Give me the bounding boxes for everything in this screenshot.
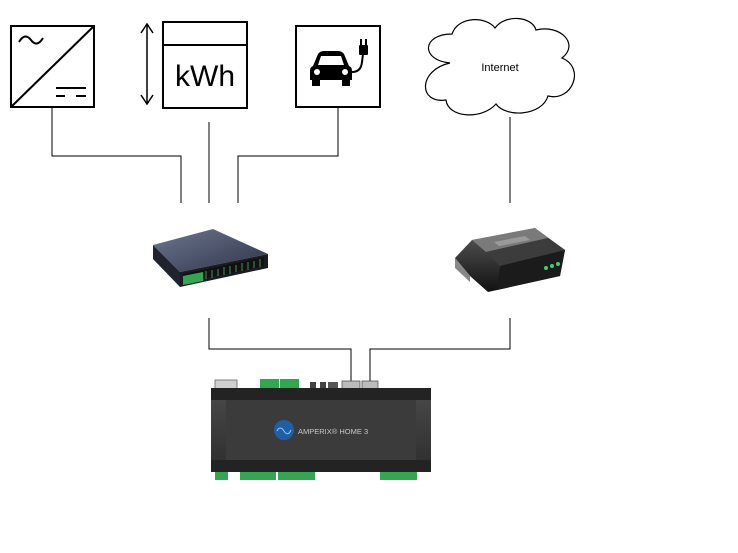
network-switch-icon xyxy=(153,229,268,287)
edge-inverter-switch xyxy=(51,108,182,203)
energy-meter-icon xyxy=(162,21,248,109)
internet-label: Internet xyxy=(481,62,518,74)
car-icon xyxy=(310,51,352,86)
internet-node: Internet xyxy=(424,17,575,116)
controller-label: AMPERIX® HOME 3 xyxy=(298,427,368,436)
ev-charger-node xyxy=(295,25,381,108)
meter-node: kWh xyxy=(140,21,248,109)
edge-evcharger-switch xyxy=(237,108,339,203)
router-icon xyxy=(455,228,565,292)
edge-switch-controller xyxy=(208,318,352,381)
bidirectional-arrow-icon xyxy=(140,22,154,106)
network-switch-node xyxy=(153,229,268,287)
plug-icon xyxy=(351,39,368,73)
controller-node: AMPERIX® HOME 3 xyxy=(211,379,431,480)
ev-charger-icon xyxy=(295,25,381,108)
cloud-icon xyxy=(424,17,575,116)
controller-icon xyxy=(211,379,431,480)
meter-label: kWh xyxy=(175,60,235,93)
edge-router-controller xyxy=(369,318,511,381)
router-node xyxy=(455,228,565,292)
logo-icon xyxy=(274,420,294,440)
connection-lines xyxy=(51,108,511,381)
inverter-node xyxy=(10,25,95,108)
inverter-icon xyxy=(10,25,95,108)
